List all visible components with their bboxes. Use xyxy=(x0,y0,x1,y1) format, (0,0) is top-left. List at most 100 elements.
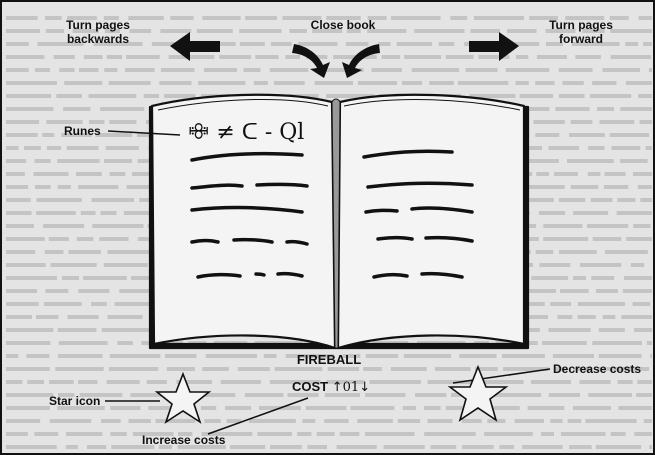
background-text-line xyxy=(67,315,99,319)
background-text-line xyxy=(554,367,568,371)
background-text-line xyxy=(570,185,599,189)
background-text-line xyxy=(588,146,605,150)
background-text-line xyxy=(590,198,613,202)
background-text-line xyxy=(468,406,520,410)
background-text-line xyxy=(602,315,616,319)
background-text-line xyxy=(204,419,221,423)
background-text-line xyxy=(130,393,163,397)
close-book-right-arrow-icon[interactable] xyxy=(342,44,380,78)
background-text-line xyxy=(430,445,457,449)
background-text-line xyxy=(643,419,652,423)
background-text-line xyxy=(49,380,74,384)
background-text-line xyxy=(202,367,229,371)
background-text-line xyxy=(110,406,141,410)
turn-forward-line2: forward xyxy=(558,32,603,46)
background-text-line xyxy=(445,55,474,59)
arrow-right-icon[interactable] xyxy=(469,32,519,61)
background-text-line xyxy=(80,211,96,215)
background-text-line xyxy=(274,367,323,371)
background-text-line xyxy=(34,185,51,189)
arrow-left-icon[interactable] xyxy=(170,32,220,61)
background-text-line xyxy=(630,263,645,267)
background-text-line xyxy=(57,159,100,163)
background-text-line xyxy=(33,172,69,176)
background-text-line xyxy=(109,354,161,358)
background-text-line xyxy=(634,328,652,332)
background-text-line xyxy=(527,406,565,410)
background-text-line xyxy=(526,198,554,202)
background-text-line xyxy=(72,29,99,33)
background-text-line xyxy=(586,224,629,228)
background-text-line xyxy=(365,354,399,358)
background-text-line xyxy=(531,276,569,280)
background-text-line xyxy=(558,198,586,202)
close-book-left-arrow-icon[interactable] xyxy=(292,44,330,78)
background-text-line xyxy=(160,29,192,33)
background-text-line xyxy=(445,406,463,410)
background-text-line xyxy=(565,16,605,20)
background-text-line xyxy=(397,419,421,423)
background-text-line xyxy=(101,328,153,332)
background-text-line xyxy=(474,367,498,371)
background-text-line xyxy=(555,107,590,111)
background-text-line xyxy=(503,42,540,46)
background-text-line xyxy=(6,315,32,319)
background-text-line xyxy=(514,419,544,423)
background-text-line xyxy=(523,107,550,111)
turn-back-line1: Turn pages xyxy=(66,18,130,32)
background-text-line xyxy=(143,94,160,98)
background-text-line xyxy=(516,55,529,59)
background-text-line xyxy=(325,94,374,98)
background-text-line xyxy=(158,445,173,449)
background-text-line xyxy=(519,94,554,98)
background-text-line xyxy=(6,146,19,150)
background-text-line xyxy=(282,16,322,20)
background-text-line xyxy=(63,107,91,111)
background-text-line xyxy=(598,328,625,332)
background-text-line xyxy=(27,380,45,384)
background-text-line xyxy=(6,432,28,436)
background-text-line xyxy=(78,185,119,189)
background-text-line xyxy=(6,55,45,59)
background-text-line xyxy=(548,328,591,332)
background-text-line xyxy=(535,133,560,137)
open-book[interactable] xyxy=(148,93,530,350)
background-text-line xyxy=(365,393,406,397)
background-text-line xyxy=(505,68,550,72)
background-text-line xyxy=(569,133,605,137)
background-text-line xyxy=(6,185,29,189)
background-text-line xyxy=(6,107,54,111)
cost-up-button[interactable]: ↑ xyxy=(331,380,343,395)
background-text-line xyxy=(255,55,279,59)
background-text-line xyxy=(378,42,391,46)
background-text-line xyxy=(595,445,642,449)
background-text-line xyxy=(602,68,640,72)
background-text-line xyxy=(155,419,196,423)
background-text-line xyxy=(201,432,253,436)
background-text-line xyxy=(219,55,252,59)
background-text-line xyxy=(6,81,57,85)
background-text-line xyxy=(404,55,442,59)
background-text-line xyxy=(450,16,468,20)
background-text-line xyxy=(6,224,34,228)
background-text-line xyxy=(575,55,601,59)
background-text-line xyxy=(225,406,252,410)
background-text-line xyxy=(618,406,652,410)
star-icon-left[interactable] xyxy=(154,371,212,424)
background-text-line xyxy=(248,419,296,423)
background-text-line xyxy=(571,42,620,46)
background-text-line xyxy=(6,159,27,163)
background-text-line xyxy=(403,354,452,358)
background-text-line xyxy=(650,354,652,358)
background-text-line xyxy=(573,276,587,280)
background-text-line xyxy=(577,315,596,319)
background-text-line xyxy=(83,55,103,59)
background-text-line xyxy=(591,276,615,280)
background-text-line xyxy=(45,289,69,293)
background-text-line xyxy=(592,237,622,241)
background-text-line xyxy=(6,133,38,137)
background-text-line xyxy=(569,445,592,449)
star-icon-right[interactable] xyxy=(447,364,509,422)
cost-down-button[interactable]: ↓ xyxy=(359,380,371,395)
background-text-line xyxy=(56,94,83,98)
